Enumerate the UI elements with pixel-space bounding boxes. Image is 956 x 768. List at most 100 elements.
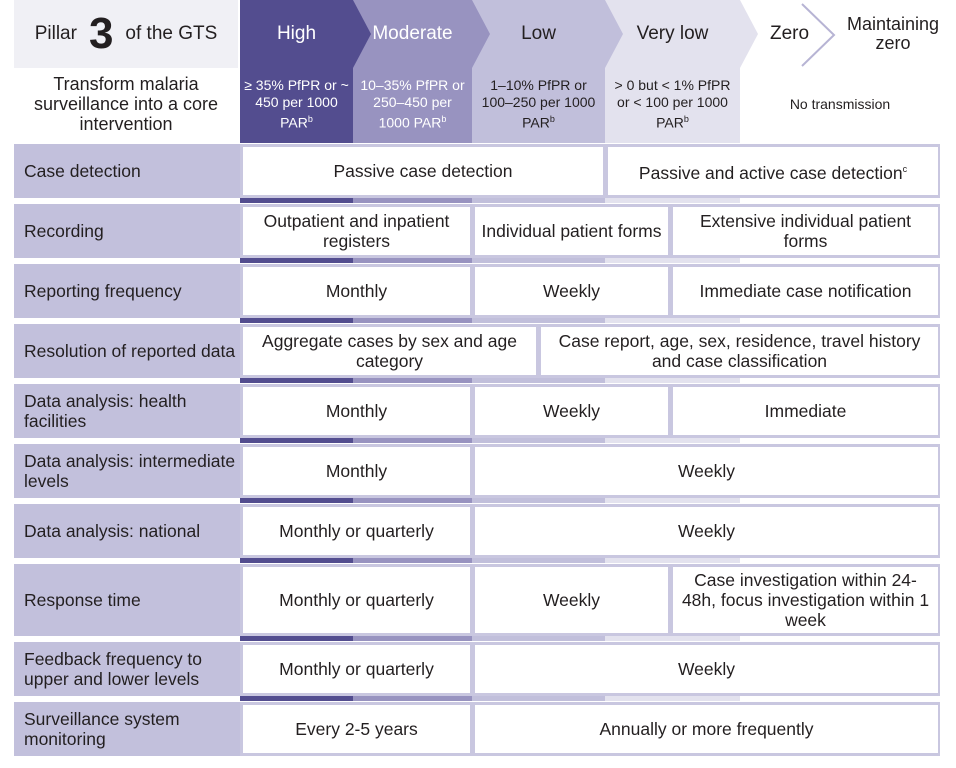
stratum-criteria: > 0 but < 1% PfPR or < 100 per 1000 PARb (605, 68, 740, 140)
stratum-color-strip (605, 438, 740, 443)
stratum-color-strip (353, 558, 472, 563)
table-cell: Outpatient and inpatient registers (241, 205, 472, 257)
stratum-color-strip (240, 318, 353, 323)
table-cell: Case report, age, sex, residence, travel… (539, 325, 940, 377)
stratum-color-strip (605, 198, 740, 203)
pillar-number: 3 (88, 9, 114, 58)
stratum-maintaining-zero: Maintaining zero (846, 14, 940, 53)
cell-text: Monthly (325, 281, 388, 301)
pillar-label: Pillar (34, 23, 77, 44)
text: 1–10% PfPR or 100–250 per 1000 PAR (481, 76, 596, 131)
stratum-color-strip (240, 636, 353, 641)
row-label: Data analysis: health facilities (14, 384, 240, 438)
stratum-color-strip (472, 696, 605, 701)
cell-text: Passive and active case detectionc (639, 159, 907, 183)
stratum-color-strip (353, 696, 472, 701)
stratum-color-strip (353, 318, 472, 323)
cell-text: Monthly or quarterly (279, 659, 434, 679)
cell-text: Case investigation within 24-48h, focus … (681, 570, 930, 630)
stratum-color-strip (240, 498, 353, 503)
stratum-color-strip (605, 696, 740, 701)
stratum-color-strip (240, 558, 353, 563)
table-cell: Monthly (241, 265, 472, 317)
criteria-text: ≥ 35% PfPR or ~ 450 per 1000 PARb (240, 77, 353, 132)
row-label: Case detection (14, 144, 240, 198)
stratum-criteria: ≥ 35% PfPR or ~ 450 per 1000 PARb (240, 68, 353, 140)
table-cell: Monthly (241, 445, 472, 497)
stratum-color-strip (353, 138, 472, 143)
cell-text: Weekly (677, 659, 736, 679)
cell-text: Monthly (325, 401, 388, 421)
cell-text: Passive case detection (333, 161, 513, 181)
table-cell: Passive case detection (241, 145, 605, 197)
cell-text: Weekly (542, 590, 601, 610)
text: 10–35% PfPR or 250–450 per 1000 PAR (360, 76, 465, 131)
table-cell: Monthly or quarterly (241, 643, 472, 695)
stratum-color-strip (605, 636, 740, 641)
footnote-marker: b (307, 113, 313, 124)
cell-text: Case report, age, sex, residence, travel… (558, 331, 921, 371)
cell-text: Weekly (677, 461, 736, 481)
stratum-color-strip (240, 378, 353, 383)
stratum-color-strip (472, 498, 605, 503)
cell-text: Weekly (542, 281, 601, 301)
stratum-color-strip (353, 258, 472, 263)
cell-text: Weekly (542, 401, 601, 421)
row-label: Reporting frequency (14, 264, 240, 318)
stratum-color-strip (472, 636, 605, 641)
table-cell: Monthly or quarterly (241, 565, 472, 635)
stratum-color-strip (240, 138, 353, 143)
pillar-suffix: of the GTS (125, 23, 218, 44)
stratum-color-strip (472, 378, 605, 383)
stratum-color-strip (605, 378, 740, 383)
stratum-color-strip (353, 378, 472, 383)
table-cell: Monthly (241, 385, 472, 437)
cell-text: Immediate (764, 401, 847, 421)
stratum-color-strip (353, 498, 472, 503)
footnote-marker: b (441, 113, 447, 124)
criteria-text: 1–10% PfPR or 100–250 per 1000 PARb (472, 77, 605, 132)
criteria-text: > 0 but < 1% PfPR or < 100 per 1000 PARb (605, 77, 740, 132)
cell-text: Immediate case notification (699, 281, 912, 301)
stratum-color-strip (472, 258, 605, 263)
row-label: Surveillance system monitoring (14, 702, 240, 756)
cell-text: Individual patient forms (481, 221, 662, 241)
cell-text: Extensive individual patient forms (699, 211, 912, 251)
stratum-color-strip (353, 198, 472, 203)
stratum-criteria: 10–35% PfPR or 250–450 per 1000 PARb (353, 68, 472, 140)
stratum-color-strip (472, 558, 605, 563)
cell-text: Monthly or quarterly (279, 590, 434, 610)
stratum-color-strip (240, 438, 353, 443)
footnote-marker: c (902, 164, 908, 175)
stratum-high: High (222, 0, 371, 68)
stratum-color-strip (605, 498, 740, 503)
row-label: Response time (14, 564, 240, 636)
table-cell: Weekly (473, 265, 670, 317)
table-cell: Case investigation within 24-48h, focus … (671, 565, 940, 635)
cell-text: Every 2-5 years (295, 719, 418, 739)
cell-text: Monthly (325, 461, 388, 481)
stratum-color-strip (605, 138, 740, 143)
pillar-heading: Pillar 3 of the GTS (14, 0, 238, 68)
stratum-color-strip (472, 198, 605, 203)
table-cell: Every 2-5 years (241, 703, 472, 755)
chevron-outline-icon (801, 3, 836, 67)
stratum-criteria: 1–10% PfPR or 100–250 per 1000 PARb (472, 68, 605, 140)
stratum-zero: Zero (770, 23, 810, 44)
table-cell: Individual patient forms (473, 205, 670, 257)
table-cell: Aggregate cases by sex and age category (241, 325, 538, 377)
stratum-color-strip (472, 438, 605, 443)
stratum-color-strip (353, 636, 472, 641)
text: ≥ 35% PfPR or ~ 450 per 1000 PAR (244, 76, 349, 131)
cell-text: Weekly (677, 521, 736, 541)
table-cell: Passive and active case detectionc (606, 145, 940, 197)
table-cell: Immediate (671, 385, 940, 437)
stratum-color-strip (605, 558, 740, 563)
cell-text: Aggregate cases by sex and age category (262, 331, 517, 371)
row-label: Data analysis: national (14, 504, 240, 558)
stratum-color-strip (240, 198, 353, 203)
stratum-color-strip (472, 138, 605, 143)
footnote-marker: b (683, 113, 689, 124)
cell-text: Outpatient and inpatient registers (263, 211, 450, 251)
